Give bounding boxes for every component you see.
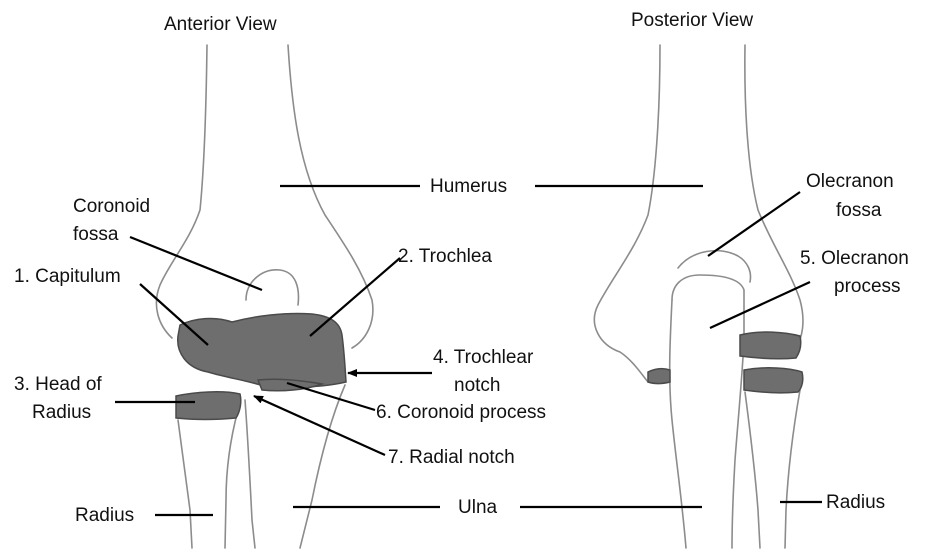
anterior-radius-outline-right — [225, 410, 238, 548]
olecranon-fossa-label-line2: fossa — [836, 200, 882, 221]
coronoid-fossa-leader — [130, 237, 262, 290]
ulna-label: Ulna — [458, 497, 498, 518]
head-of-radius-cartilage — [176, 392, 241, 420]
trochlea-leader — [310, 258, 400, 336]
capitulum-label: 1. Capitulum — [14, 266, 121, 287]
posterior-ulna-cartilage — [648, 369, 670, 384]
head-of-radius-label-line2: Radius — [32, 402, 91, 423]
coronoid-fossa-label-line2: fossa — [73, 224, 119, 245]
anterior-humerus-outline-left — [156, 45, 207, 338]
anterior-ulna-outline-left — [245, 400, 255, 548]
anterior-radius-outline-left — [178, 420, 192, 548]
anterior-view-title: Anterior View — [164, 14, 277, 35]
posterior-view-bones — [594, 45, 803, 548]
trochlear-notch-label-line2: notch — [454, 375, 500, 396]
posterior-view-title: Posterior View — [631, 10, 753, 31]
coronoid-fossa-label-line1: Coronoid — [73, 196, 150, 217]
posterior-ulna-outline-right — [732, 340, 744, 548]
head-of-radius-label-line1: 3. Head of — [14, 374, 102, 395]
olecranon-fossa-leader — [708, 192, 800, 256]
trochlear-notch-label-line1: 4. Trochlear — [433, 347, 534, 368]
capitulum-trochlea-cartilage — [178, 313, 346, 387]
anterior-view-bones — [156, 45, 372, 548]
text-labels: Anterior View Posterior View Humerus Uln… — [14, 10, 909, 526]
olecranon-process-outline — [672, 275, 744, 340]
radial-notch-label: 7. Radial notch — [388, 447, 515, 468]
olecranon-process-leader — [710, 282, 810, 328]
humerus-label: Humerus — [430, 176, 507, 197]
olecranon-process-label-line1: 5. Olecranon — [800, 248, 909, 269]
posterior-humerus-cartilage — [740, 332, 801, 359]
radius-left-label: Radius — [75, 505, 134, 526]
olecranon-fossa-label-line1: Olecranon — [806, 171, 894, 192]
radial-notch-arrow — [254, 396, 385, 455]
posterior-ulna-outline-left — [670, 300, 686, 548]
trochlea-label: 2. Trochlea — [398, 246, 492, 267]
posterior-radius-outline-left — [745, 392, 760, 548]
coronoid-process-leader — [287, 383, 375, 410]
posterior-humerus-outline-left — [594, 45, 660, 382]
anterior-humerus-outline-right — [288, 45, 373, 348]
olecranon-process-label-line2: process — [834, 276, 901, 297]
capitulum-leader — [140, 284, 208, 345]
anterior-ulna-outline-right — [300, 385, 345, 548]
posterior-radius-head-cartilage — [744, 368, 803, 393]
coronoid-process-label: 6. Coronoid process — [376, 402, 546, 423]
radius-right-label: Radius — [826, 492, 885, 513]
posterior-radius-outline-right — [785, 390, 800, 548]
